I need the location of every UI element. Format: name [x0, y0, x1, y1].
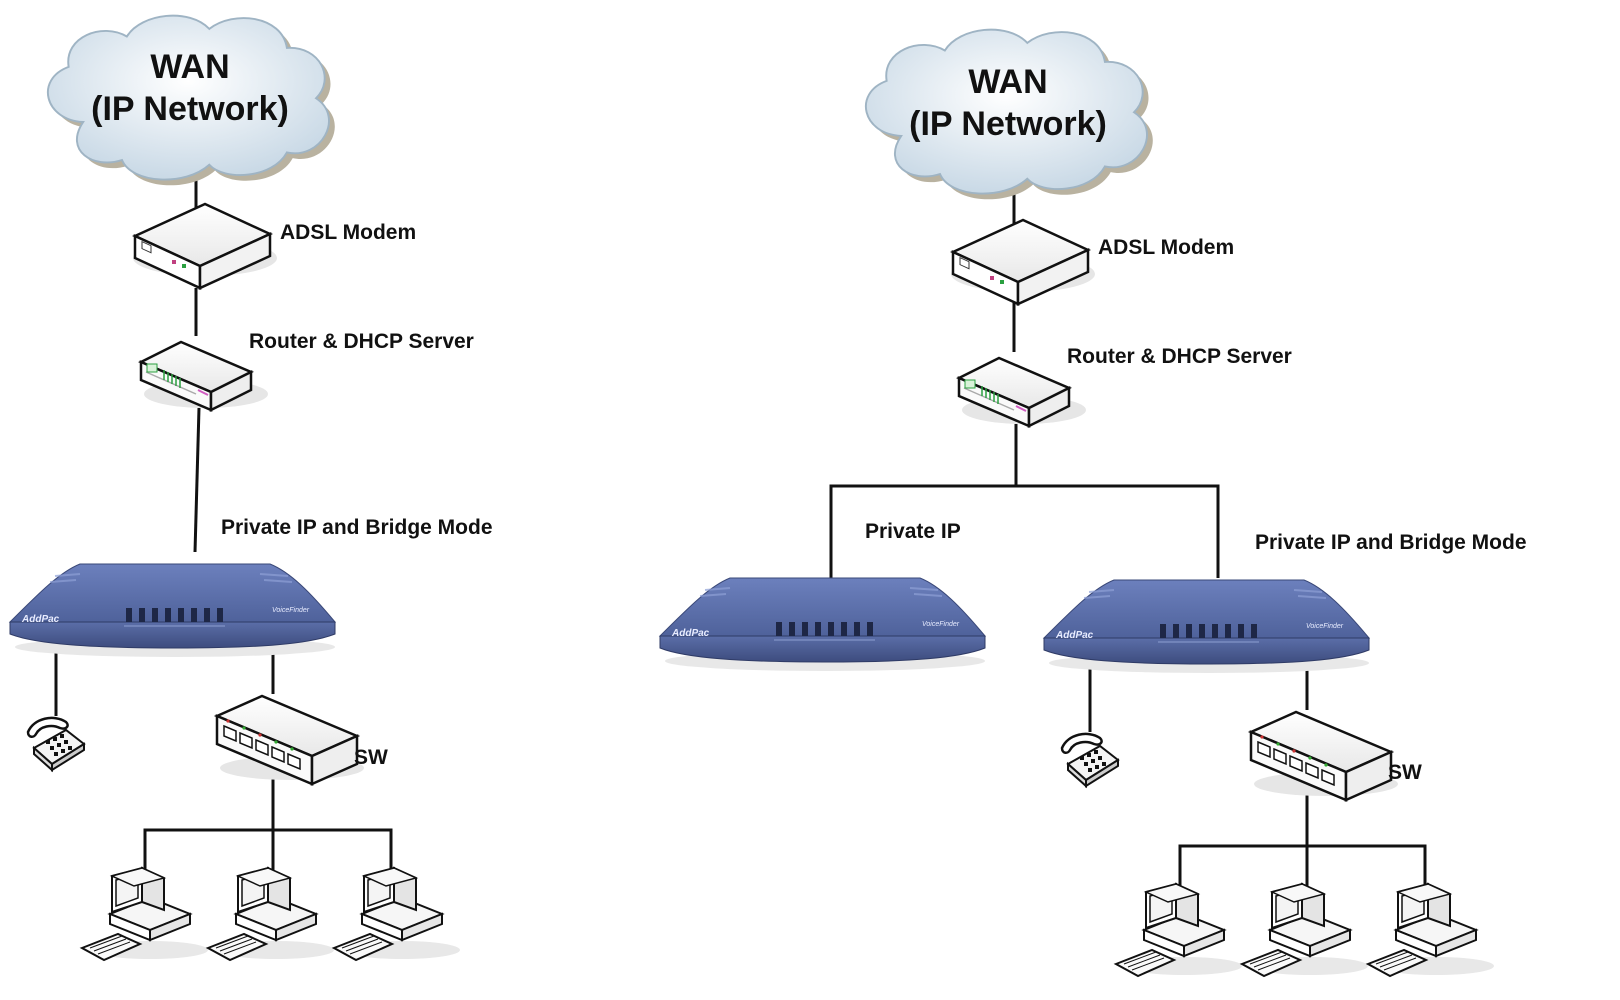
router-label: Router & DHCP Server	[1067, 345, 1292, 368]
switch-icon	[215, 694, 366, 786]
gateway-brand: AddPac	[671, 628, 710, 639]
desktop-pc-icon	[81, 867, 209, 961]
gateway-label: Private IP and Bridge Mode	[221, 516, 493, 539]
voip-gateway-icon: AddPac VoiceFinder	[9, 563, 336, 658]
switch-label: SW	[1388, 761, 1422, 784]
gateway-brand: AddPac	[1055, 630, 1094, 641]
cloud-title: WAN	[150, 48, 229, 86]
router-icon	[957, 356, 1088, 428]
switch-label: SW	[354, 746, 388, 769]
left-topology: WAN (IP Network) ADSL Modem Router & DHC…	[9, 14, 493, 961]
gateway-model: VoiceFinder	[922, 621, 960, 628]
telephone-icon	[1060, 732, 1120, 788]
modem-label: ADSL Modem	[1098, 236, 1234, 259]
desktop-pc-icon	[333, 867, 461, 961]
pc-bus-link	[1178, 844, 1427, 894]
voip-gateway-icon: AddPac VoiceFinder	[659, 577, 986, 672]
gateway-bus-link	[829, 484, 1220, 578]
desktop-pc-icon	[1367, 883, 1495, 977]
desktop-pc-icon	[1115, 883, 1243, 977]
desktop-pc-icon	[207, 867, 335, 961]
router-gateway-link	[193, 407, 201, 553]
voip-gateway-icon: AddPac VoiceFinder	[1043, 579, 1370, 674]
gateway-1-label: Private IP	[865, 520, 961, 543]
cloud-subtitle: (IP Network)	[909, 105, 1107, 143]
router-label: Router & DHCP Server	[249, 330, 474, 353]
gateway-brand: AddPac	[21, 614, 60, 625]
modem-label: ADSL Modem	[280, 221, 416, 244]
gateway-model: VoiceFinder	[272, 607, 310, 614]
cloud-title: WAN	[968, 63, 1047, 101]
pc-bus-link	[143, 828, 393, 878]
modem-icon	[949, 218, 1097, 306]
modem-icon	[131, 202, 279, 290]
cloud-subtitle: (IP Network)	[91, 90, 289, 128]
gateway-2-label: Private IP and Bridge Mode	[1255, 531, 1527, 554]
desktop-pc-icon	[1241, 883, 1369, 977]
gateway-model: VoiceFinder	[1306, 623, 1344, 630]
telephone-icon	[26, 716, 86, 772]
switch-icon	[1249, 710, 1400, 802]
right-topology: WAN (IP Network) ADSL Modem Router & DHC…	[659, 28, 1527, 977]
